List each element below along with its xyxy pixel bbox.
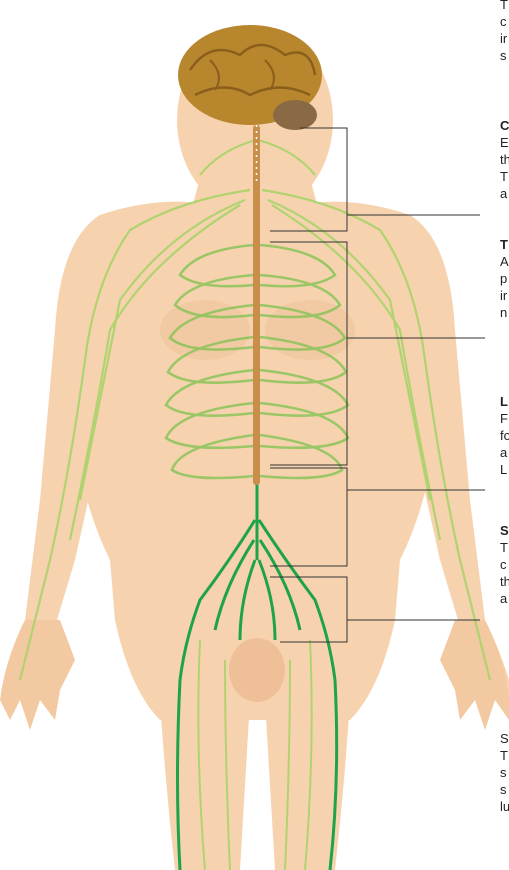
caption-line: fo: [500, 427, 509, 444]
caption-heading: S: [500, 730, 509, 747]
caption-line: p: [500, 270, 509, 287]
caption-line: lu: [500, 798, 509, 815]
caption-sacral: S T c th a: [500, 522, 509, 607]
caption-line: a: [500, 185, 509, 202]
left-leg: [160, 700, 250, 870]
caption-line: A: [500, 253, 509, 270]
caption-line: ir: [500, 287, 509, 304]
right-hand: [440, 620, 509, 730]
caption-heading: T: [500, 236, 509, 253]
caption-heading: S: [500, 522, 509, 539]
caption-line: th: [500, 151, 509, 168]
caption-lumbar: L F fo a L: [500, 393, 509, 478]
caption-line: E: [500, 134, 509, 151]
caption-line: n: [500, 304, 509, 321]
caption-intro: T c ir s: [500, 0, 509, 64]
caption-heading: L: [500, 393, 509, 410]
caption-line: a: [500, 590, 509, 607]
caption-line: T: [500, 0, 509, 13]
caption-line: ir: [500, 30, 509, 47]
caption-line: T: [500, 539, 509, 556]
caption-line: T: [500, 747, 509, 764]
caption-line: s: [500, 47, 509, 64]
caption-line: L: [500, 461, 509, 478]
chest-shade: [160, 300, 250, 360]
caption-line: T: [500, 168, 509, 185]
caption-line: s: [500, 781, 509, 798]
chest-shade: [265, 300, 355, 360]
caption-line: c: [500, 13, 509, 30]
caption-line: s: [500, 764, 509, 781]
caption-thoracic: T A p ir n: [500, 236, 509, 321]
cerebellum-icon: [273, 100, 317, 130]
caption-line: a: [500, 444, 509, 461]
left-hand: [0, 620, 75, 730]
caption-line: F: [500, 410, 509, 427]
caption-cervical: C E th T a: [500, 117, 509, 202]
caption-heading: C: [500, 117, 509, 134]
caption-line: th: [500, 573, 509, 590]
caption-line: c: [500, 556, 509, 573]
groin: [229, 638, 285, 702]
caption-spinal-nerves: S T s s lu: [500, 730, 509, 815]
